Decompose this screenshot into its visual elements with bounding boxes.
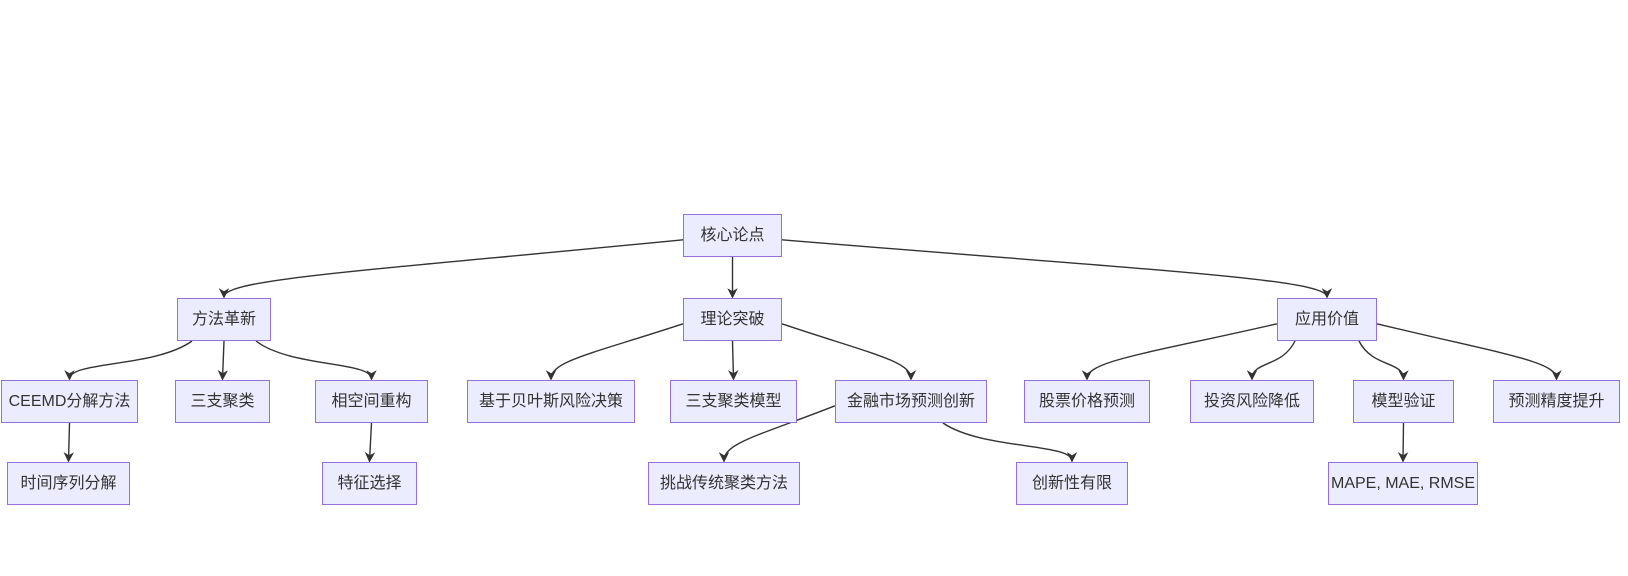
node-label: MAPE, MAE, RMSE [1330, 474, 1476, 492]
node-label: 股票价格预测 [1038, 392, 1135, 410]
node-evaluation-metrics: MAPE, MAE, RMSE [1328, 462, 1478, 505]
node-stock-price-prediction: 股票价格预测 [1024, 380, 1150, 423]
node-three-way-clustering-model: 三支聚类模型 [670, 380, 797, 423]
edge-ceemd-decomposition-to-time-series-decomposition [63, 422, 74, 463]
edge-core-thesis-to-application-value [781, 239, 1333, 299]
node-label: 三支聚类模型 [685, 392, 782, 410]
edge-model-validation-to-evaluation-metrics [1397, 422, 1409, 463]
node-label: 模型验证 [1371, 392, 1436, 410]
node-label: CEEMD分解方法 [8, 392, 131, 410]
node-label: 相空间重构 [331, 392, 412, 410]
node-label: 时间序列分解 [20, 474, 117, 492]
node-label: 理论突破 [700, 310, 765, 328]
edge-theory-breakthrough-to-financial-market-forecast-innovation [781, 323, 917, 381]
edge-core-thesis-to-method-innovation [218, 239, 684, 299]
node-prediction-accuracy-improvement: 预测精度提升 [1493, 380, 1620, 423]
node-financial-market-forecast-innovation: 金融市场预测创新 [835, 380, 987, 423]
edge-financial-market-forecast-innovation-to-limited-innovation [942, 422, 1078, 463]
node-label: 挑战传统聚类方法 [659, 474, 788, 492]
node-label: 方法革新 [191, 310, 256, 328]
edge-theory-breakthrough-to-bayesian-risk-decision [545, 323, 684, 381]
edge-application-value-to-stock-price-prediction [1081, 323, 1278, 381]
node-label: 预测精度提升 [1508, 392, 1605, 410]
node-label: 应用价值 [1294, 310, 1359, 328]
node-model-validation: 模型验证 [1353, 380, 1454, 423]
node-label: 创新性有限 [1031, 474, 1112, 492]
node-challenge-traditional-clustering: 挑战传统聚类方法 [648, 462, 800, 505]
node-method-innovation: 方法革新 [177, 298, 271, 341]
node-label: 投资风险降低 [1203, 392, 1300, 410]
edge-method-innovation-to-three-way-clustering [217, 340, 229, 381]
node-time-series-decomposition: 时间序列分解 [7, 462, 130, 505]
edge-theory-breakthrough-to-three-way-clustering-model [728, 340, 739, 381]
node-investment-risk-reduction: 投资风险降低 [1190, 380, 1314, 423]
node-ceemd-decomposition: CEEMD分解方法 [1, 380, 138, 423]
node-feature-selection: 特征选择 [322, 462, 417, 505]
edge-method-innovation-to-ceemd-decomposition [64, 340, 193, 381]
node-three-way-clustering: 三支聚类 [175, 380, 270, 423]
edge-financial-market-forecast-innovation-to-challenge-traditional-clustering [718, 405, 836, 463]
node-bayesian-risk-decision: 基于贝叶斯风险决策 [467, 380, 635, 423]
edge-method-innovation-to-phase-space-reconstruction [255, 340, 377, 381]
edge-phase-space-reconstruction-to-feature-selection [364, 422, 376, 463]
node-application-value: 应用价值 [1277, 298, 1377, 341]
node-label: 三支聚类 [190, 392, 255, 410]
node-label: 核心论点 [700, 226, 765, 244]
node-core-thesis: 核心论点 [683, 214, 782, 257]
edge-application-value-to-model-validation [1358, 340, 1409, 381]
edge-application-value-to-prediction-accuracy-improvement [1376, 323, 1562, 381]
node-label: 基于贝叶斯风险决策 [478, 392, 623, 410]
node-label: 金融市场预测创新 [846, 392, 975, 410]
node-label: 特征选择 [337, 474, 402, 492]
node-phase-space-reconstruction: 相空间重构 [315, 380, 428, 423]
edge-application-value-to-investment-risk-reduction [1246, 340, 1296, 381]
node-theory-breakthrough: 理论突破 [683, 298, 782, 341]
node-limited-innovation: 创新性有限 [1016, 462, 1128, 505]
